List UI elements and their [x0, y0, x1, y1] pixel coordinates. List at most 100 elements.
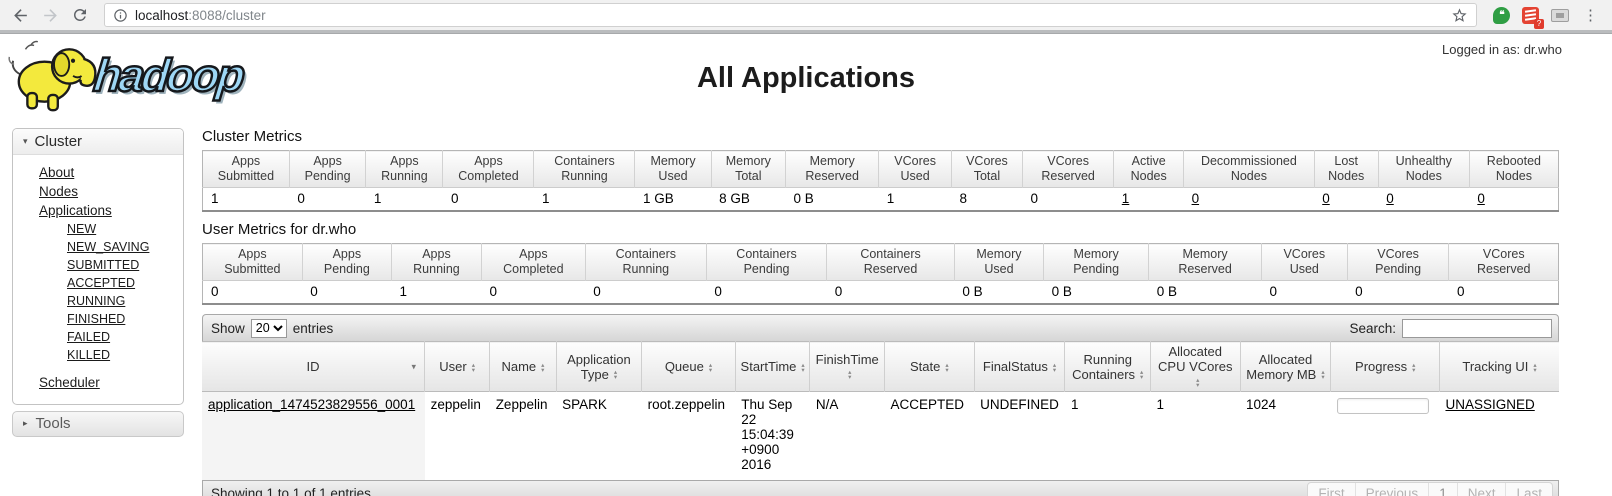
metric-column-header: Active Nodes	[1113, 150, 1185, 188]
sidebar-sublink[interactable]: NEW	[67, 222, 97, 236]
page-size-select[interactable]: 20	[250, 318, 287, 338]
metric-column-header: Containers Reserved	[826, 243, 955, 281]
hadoop-elephant-icon	[8, 40, 97, 112]
metric-value: 0	[826, 280, 955, 304]
search-control: Search:	[1349, 318, 1552, 338]
tools-nav-header[interactable]: ▸ Tools	[12, 411, 184, 437]
datatable-toolbar: Show 20 entries Search:	[202, 314, 1559, 341]
page-info-icon[interactable]	[113, 8, 128, 23]
column-header-starttime[interactable]: StartTime▴▾	[735, 341, 811, 392]
metric-value-link[interactable]: 1	[1121, 191, 1130, 206]
metric-value: 0	[1314, 187, 1379, 211]
column-header-state[interactable]: State▴▾	[884, 341, 975, 392]
pagination-first[interactable]: First	[1308, 483, 1356, 496]
pagination-next[interactable]: Next	[1458, 483, 1507, 496]
refresh-button[interactable]	[68, 3, 92, 27]
sidebar-sublink[interactable]: RUNNING	[67, 294, 126, 308]
metric-column-header: Memory Reserved	[1148, 243, 1262, 281]
metric-value: 0 B	[1043, 280, 1149, 304]
metric-column-header: VCores Reserved	[1448, 243, 1559, 281]
sidebar-sublink[interactable]: NEW_SAVING	[67, 240, 150, 254]
metric-column-header: Apps Submitted	[202, 150, 290, 188]
search-label: Search:	[1349, 320, 1396, 336]
pagination-last[interactable]: Last	[1516, 485, 1542, 496]
metric-value: 0	[302, 280, 392, 304]
metric-value: 0	[1022, 187, 1114, 211]
pagination-previous[interactable]: Previous	[1356, 483, 1430, 496]
sidebar-item-scheduler: Scheduler	[39, 373, 179, 392]
yarn-cluster-page: hadoop All Applications Logged in as: dr…	[0, 34, 1612, 496]
sidebar-sublink[interactable]: KILLED	[67, 348, 111, 362]
back-button[interactable]	[8, 3, 32, 27]
metric-value: 8 GB	[711, 187, 786, 211]
sidebar-sublink[interactable]: FINISHED	[67, 312, 126, 326]
sidebar-sublink[interactable]: SUBMITTED	[67, 258, 140, 272]
hadoop-logo: hadoop	[6, 36, 246, 114]
metric-column-header: Rebooted Nodes	[1469, 150, 1559, 188]
browser-menu-icon[interactable]: ⋮	[1583, 7, 1598, 24]
tracking-ui-link[interactable]: UNASSIGNED	[1445, 397, 1535, 412]
column-header-allocated-memory-mb[interactable]: Allocated Memory MB▴▾	[1240, 341, 1332, 392]
application-id-link[interactable]: application_1474523829556_0001	[208, 397, 416, 412]
metric-value: 0	[1378, 187, 1470, 211]
metric-value: 1	[365, 187, 443, 211]
cell-application-type: SPARK	[556, 391, 642, 480]
cell-name: Zeppelin	[489, 391, 557, 480]
cluster-nav-label: Cluster	[34, 133, 83, 150]
metric-value-link[interactable]: 0	[1477, 191, 1485, 206]
cell-allocated-memory: 1024	[1240, 391, 1331, 480]
column-header-user[interactable]: User▴▾	[424, 341, 491, 392]
metric-value: 1	[1113, 187, 1184, 211]
metric-value-link[interactable]: 0	[1386, 191, 1394, 206]
cluster-nav-header[interactable]: ▾ Cluster	[13, 129, 183, 155]
metric-column-header: Memory Pending	[1043, 243, 1150, 281]
metric-column-header: VCores Pending	[1347, 243, 1450, 281]
bookmark-star-icon[interactable]	[1451, 7, 1468, 24]
metric-value: 0	[202, 280, 303, 304]
column-header-finishtime[interactable]: FinishTime▴▾	[809, 341, 886, 392]
sidebar-sublink[interactable]: FAILED	[67, 330, 111, 344]
metric-column-header: Containers Running	[585, 243, 707, 281]
sidebar-link[interactable]: Applications	[39, 203, 112, 218]
page-length-control: Show 20 entries	[211, 318, 333, 338]
sort-both-icon: ▴▾	[848, 369, 852, 382]
metric-value: 0	[442, 187, 534, 211]
metric-value-link[interactable]: 0	[1191, 191, 1200, 206]
sidebar-sublink[interactable]: ACCEPTED	[67, 276, 136, 290]
progress-bar	[1336, 398, 1429, 414]
metric-value: 0	[1183, 187, 1315, 211]
screenshot-extension-icon[interactable]	[1551, 8, 1569, 22]
metric-column-header: Lost Nodes	[1314, 150, 1379, 188]
metric-value-link[interactable]: 0	[1322, 191, 1330, 206]
metric-column-header: Apps Completed	[442, 150, 535, 188]
application-row: application_1474523829556_0001 zeppelin …	[202, 391, 1559, 480]
todoist-extension-icon[interactable]: ?	[1522, 6, 1544, 29]
search-input[interactable]	[1402, 318, 1552, 338]
sidebar-link[interactable]: About	[39, 165, 75, 180]
page-title: All Applications	[696, 62, 916, 94]
forward-button[interactable]	[38, 3, 62, 27]
column-header-id[interactable]: ID▾	[202, 341, 426, 392]
url-bar[interactable]: localhost:8088/cluster	[104, 3, 1477, 27]
column-header-running-containers[interactable]: Running Containers▴▾	[1064, 341, 1151, 392]
column-header-name[interactable]: Name▴▾	[489, 341, 557, 392]
url-path: :8088/cluster	[188, 7, 266, 23]
metric-value: 1 GB	[634, 187, 712, 211]
pagination-1[interactable]: 1	[1429, 483, 1458, 496]
column-header-tracking-ui[interactable]: Tracking UI▴▾	[1439, 341, 1559, 392]
column-header-allocated-cpu-vcores[interactable]: Allocated CPU VCores▴▾	[1150, 341, 1241, 392]
green-extension-icon[interactable]: ❝	[1493, 6, 1510, 24]
metric-column-header: Apps Pending	[302, 243, 392, 281]
column-header-queue[interactable]: Queue▴▾	[641, 341, 736, 392]
metric-value: 1	[533, 187, 635, 211]
column-header-finalstatus[interactable]: FinalStatus▴▾	[974, 341, 1066, 392]
sidebar-link[interactable]: Scheduler	[39, 375, 100, 390]
column-header-progress[interactable]: Progress▴▾	[1330, 341, 1440, 392]
column-header-application-type[interactable]: Application Type▴▾	[556, 341, 643, 392]
sidebar-link[interactable]: Nodes	[39, 184, 79, 199]
